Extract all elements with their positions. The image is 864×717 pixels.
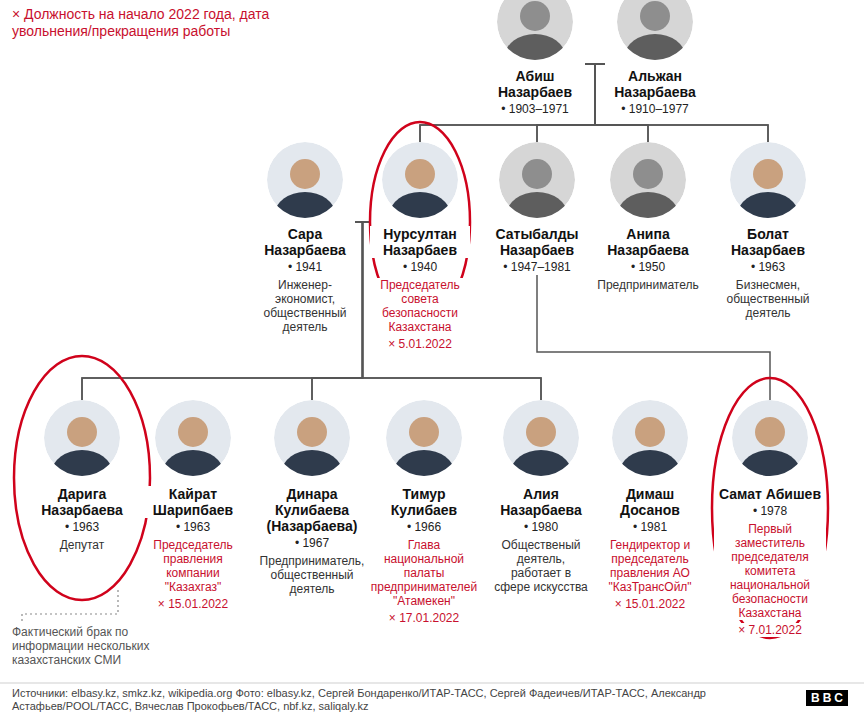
- portrait-photo: [274, 400, 350, 494]
- person-node: Динара Кулибаева (Назарбаева) • 1967Предп…: [257, 400, 367, 596]
- family-line: [420, 64, 605, 142]
- person-name: Сара Назарбаева: [255, 226, 355, 258]
- person-name: Самат Абишев: [719, 486, 821, 502]
- family-line: [595, 64, 768, 142]
- person-name: Нурсултан Назарбаев: [370, 226, 470, 258]
- legend-note: × Должность на начало 2022 года, дата ув…: [12, 6, 280, 40]
- person-node: Кайрат Шарипбаев • 1963Председатель правл…: [143, 400, 243, 611]
- life-years: • 1903–1971: [501, 102, 569, 117]
- position-text: Депутат: [60, 538, 105, 552]
- person-node: Нурсултан Назарбаев • 1940Председатель со…: [370, 142, 470, 351]
- position-text: Первый заместитель председателя комитета…: [714, 522, 826, 620]
- life-years: • 1978: [753, 504, 787, 519]
- person-name: Болат Назарбаев: [716, 226, 820, 258]
- life-years: • 1941: [288, 260, 322, 275]
- portrait-photo: [155, 400, 231, 494]
- life-years: • 1940: [403, 260, 437, 275]
- portrait-photo: [497, 0, 573, 78]
- person-name: Алия Назарбаева: [493, 486, 589, 518]
- portrait-photo: [499, 142, 575, 236]
- family-line: [82, 222, 370, 400]
- life-years: • 1980: [524, 520, 558, 535]
- life-years: • 1981: [633, 520, 667, 535]
- leader-line: [22, 590, 118, 621]
- note-text: Фактический брак по информации нескольки…: [12, 625, 177, 667]
- portrait-photo: [730, 142, 806, 236]
- person-name: Абиш Назарбаев: [485, 68, 585, 100]
- person-name: Димаш Досанов: [596, 486, 704, 518]
- person-name: Анипа Назарбаева: [596, 226, 700, 258]
- source-caption: Источники: elbasy.kz, smkz.kz, wikipedia…: [12, 687, 792, 713]
- person-name: Динара Кулибаева (Назарбаева): [257, 486, 367, 534]
- position-text: Предприниматель, общественный деятель: [257, 554, 367, 596]
- life-years: • 1963: [176, 520, 210, 535]
- family-line: [82, 222, 363, 400]
- life-years: • 1963: [65, 520, 99, 535]
- person-node: Болат Назарбаев • 1963Бизнесмен, обществе…: [716, 142, 820, 320]
- brand-logo: BBC: [806, 690, 848, 706]
- portrait-photo: [612, 400, 688, 494]
- life-years: • 1966: [407, 520, 441, 535]
- position-text: Гендиректор и председатель правления АО …: [596, 538, 704, 594]
- life-years: • 1910–1977: [621, 102, 689, 117]
- person-node: Сатыбалды Назарбаев • 1947–1981: [487, 142, 587, 275]
- person-node: Сара Назарбаева • 1941Инженер-экономист, …: [255, 142, 355, 334]
- person-node: Самат Абишев • 1978Первый заместитель пре…: [714, 400, 826, 637]
- position-text: Бизнесмен, общественный деятель: [716, 278, 820, 320]
- position-text: Инженер-экономист, общественный деятель: [255, 278, 355, 334]
- highlight-ellipse: [14, 356, 150, 600]
- life-years: • 1950: [631, 260, 665, 275]
- portrait-photo: [386, 400, 462, 494]
- divider-line: [0, 683, 864, 684]
- portrait-photo: [503, 400, 579, 494]
- person-name: Дарига Назарбаева: [34, 486, 130, 518]
- position-text: Председатель совета безопасности Казахст…: [370, 278, 470, 334]
- portrait-photo: [732, 400, 808, 494]
- person-name: Сатыбалды Назарбаев: [487, 226, 587, 258]
- life-years: • 1967: [295, 536, 329, 551]
- person-name: Кайрат Шарипбаев: [143, 486, 243, 518]
- dismissal-date: × 15.01.2022: [615, 597, 685, 611]
- position-text: Предприниматель: [597, 278, 698, 292]
- dismissal-date: × 7.01.2022: [738, 623, 802, 637]
- position-text: Председатель правления компании "Казахга…: [143, 538, 243, 594]
- family-line: [585, 64, 768, 142]
- life-years: • 1963: [751, 260, 785, 275]
- family-line: [420, 64, 595, 142]
- dismissal-date: × 5.01.2022: [388, 337, 452, 351]
- dismissal-date: × 17.01.2022: [389, 611, 459, 625]
- person-node: Абиш Назарбаев • 1903–1971: [485, 0, 585, 117]
- portrait-photo: [617, 0, 693, 78]
- portrait-photo: [267, 142, 343, 236]
- position-text: Глава национальной палаты предпринимател…: [369, 538, 479, 608]
- portrait-photo: [44, 400, 120, 494]
- position-text: Общественый деятель, работает в сфере ис…: [493, 538, 589, 594]
- person-node: Алия Назарбаева • 1980Общественый деятель…: [493, 400, 589, 594]
- dismissal-date: × 15.01.2022: [158, 597, 228, 611]
- person-name: Альжан Назарбаева: [605, 68, 705, 100]
- person-node: Альжан Назарбаева • 1910–1977: [605, 0, 705, 117]
- highlight-ellipse: [712, 378, 828, 638]
- person-node: Анипа Назарбаева • 1950Предприниматель: [596, 142, 700, 292]
- person-node: Тимур Кулибаев • 1966Глава национальной п…: [369, 400, 479, 625]
- person-name: Тимур Кулибаев: [369, 486, 479, 518]
- portrait-photo: [610, 142, 686, 236]
- life-years: • 1947–1981: [503, 260, 571, 275]
- portrait-photo: [382, 142, 458, 236]
- person-node: Димаш Досанов • 1981Гендиректор и председ…: [596, 400, 704, 611]
- person-node: Дарига Назарбаева • 1963Депутат: [34, 400, 130, 552]
